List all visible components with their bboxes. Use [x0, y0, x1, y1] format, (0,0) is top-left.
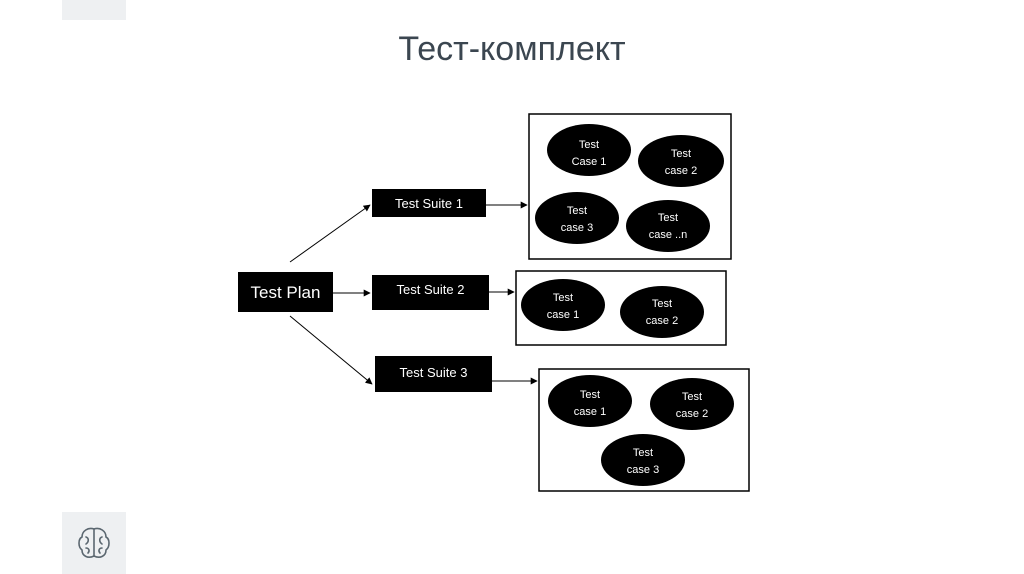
suite-1-cases-group: Test Case 1 Test case 2 Test case 3 Test… [528, 113, 732, 260]
svg-text:Test: Test [658, 212, 678, 224]
test-suite-2-node: Test Suite 2 [372, 275, 489, 310]
suite-3-cases-group: Test case 1 Test case 2 Test case 3 [538, 368, 750, 492]
suite-1-case-2: Test case 2 [638, 135, 724, 187]
top-tab-decoration [62, 0, 126, 20]
suite-3-case-2: Test case 2 [650, 378, 734, 430]
test-plan-label: Test Plan [251, 283, 321, 302]
svg-text:Test: Test [579, 139, 599, 151]
arrow-plan-to-suite-1 [289, 204, 371, 263]
test-suite-1-node: Test Suite 1 [372, 189, 486, 217]
svg-text:case 1: case 1 [574, 406, 606, 418]
test-suite-2-label: Test Suite 2 [397, 282, 465, 297]
svg-text:case 3: case 3 [561, 222, 593, 234]
svg-text:case ..n: case ..n [649, 229, 688, 241]
svg-text:Test: Test [633, 447, 653, 459]
svg-text:Test: Test [671, 148, 691, 160]
test-plan-node: Test Plan [238, 272, 333, 312]
suite-3-case-1: Test case 1 [548, 375, 632, 427]
suite-2-cases-group: Test case 1 Test case 2 [515, 270, 727, 346]
arrow-plan-to-suite-3 [289, 315, 373, 385]
svg-text:Case 1: Case 1 [572, 156, 607, 168]
test-suite-1-label: Test Suite 1 [395, 196, 463, 211]
suite-1-case-1: Test Case 1 [547, 124, 631, 176]
test-suite-3-node: Test Suite 3 [375, 356, 492, 392]
svg-text:Test: Test [580, 389, 600, 401]
suite-2-case-1: Test case 1 [521, 279, 605, 331]
svg-text:Test: Test [682, 391, 702, 403]
svg-text:case 3: case 3 [627, 464, 659, 476]
svg-text:case 1: case 1 [547, 309, 579, 321]
svg-text:case 2: case 2 [665, 165, 697, 177]
svg-text:Test: Test [567, 205, 587, 217]
svg-text:Test: Test [652, 298, 672, 310]
suite-1-case-3: Test case 3 [535, 192, 619, 244]
svg-text:Test: Test [553, 292, 573, 304]
suite-3-case-3: Test case 3 [601, 434, 685, 486]
svg-text:case 2: case 2 [646, 315, 678, 327]
test-suite-3-label: Test Suite 3 [400, 365, 468, 380]
suite-1-case-n: Test case ..n [626, 200, 710, 252]
slide-title: Тест-комплект [398, 30, 626, 68]
corner-badge [62, 512, 126, 574]
brain-icon [78, 527, 110, 558]
suite-2-case-2: Test case 2 [620, 286, 704, 338]
svg-text:case 2: case 2 [676, 408, 708, 420]
